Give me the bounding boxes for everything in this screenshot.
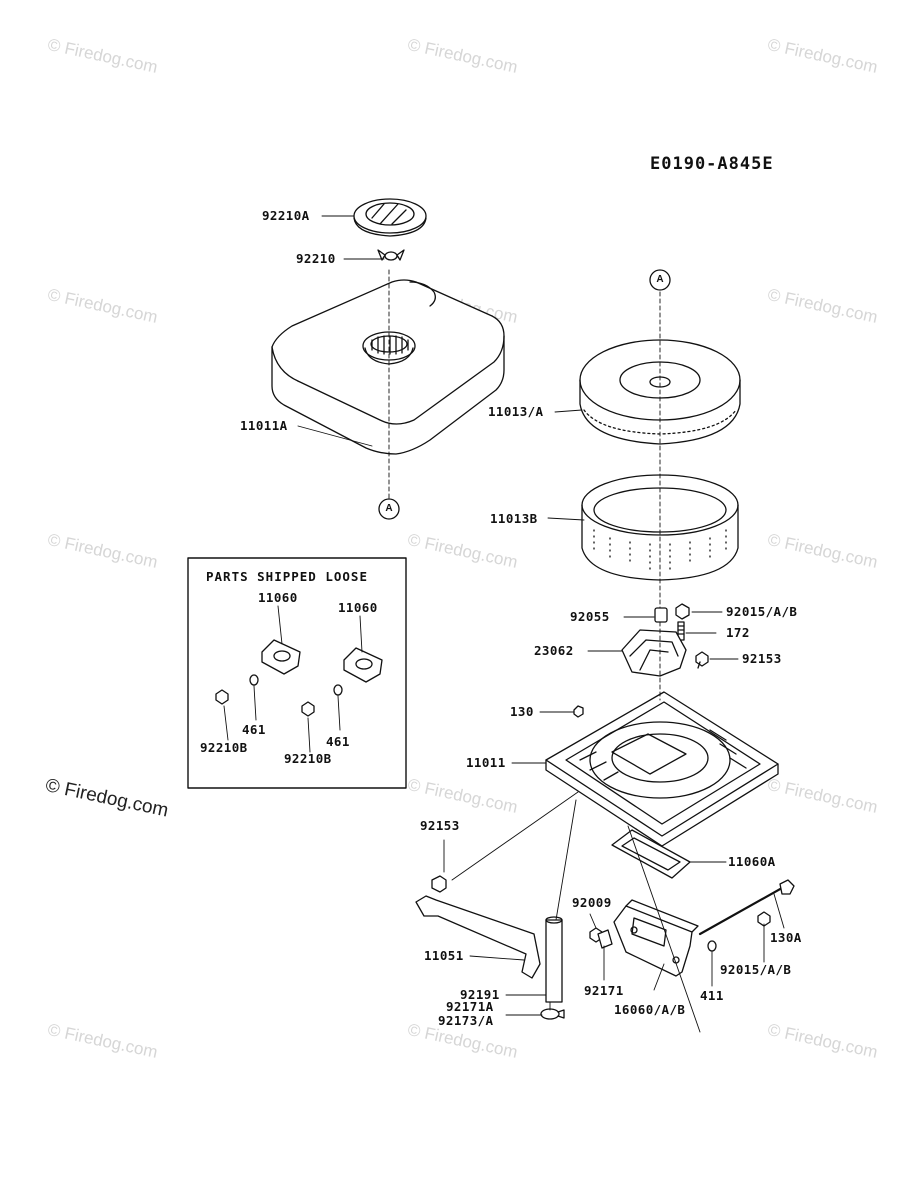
part-label-23062[interactable]: 23062 [534,643,574,658]
clip-92171 [597,929,613,949]
bolt-130 [573,705,584,718]
diagram-code: E0190-A845E [650,154,774,174]
part-label-92153-top[interactable]: 92153 [742,651,782,666]
ref-mark-bottom: A [385,503,393,514]
ref-mark-top: A [656,274,664,285]
part-label-92055[interactable]: 92055 [570,609,610,624]
cap-92210A [353,198,427,237]
stay-11051 [415,875,541,979]
part-label-16060AB[interactable]: 16060/A/B [614,1002,686,1017]
part-label-92191[interactable]: 92191 [460,987,500,1002]
spacer-92055 [654,607,668,623]
ref-circle-top [649,269,671,291]
gasket-11060A [611,829,691,879]
part-label-92210A[interactable]: 92210A [262,208,310,223]
part-label-92210B-left[interactable]: 92210B [200,740,248,755]
part-label-92173A[interactable]: 92173/A [438,1013,494,1028]
loose-parts-box [187,557,407,789]
part-label-92210B-right[interactable]: 92210B [284,751,332,766]
tube-92191 [545,916,563,1003]
part-label-11013A[interactable]: 11013/A [488,404,544,419]
bolt-130A [698,879,795,952]
part-label-11051[interactable]: 11051 [424,948,464,963]
part-label-411[interactable]: 411 [700,988,724,1003]
part-label-92009[interactable]: 92009 [572,895,612,910]
part-label-11011[interactable]: 11011 [466,755,506,770]
part-label-92153-left[interactable]: 92153 [420,818,460,833]
housing-16060 [613,899,699,977]
part-label-11060-right[interactable]: 11060 [338,600,378,615]
part-label-11011A[interactable]: 11011A [240,418,288,433]
bracket-23062 [621,629,687,677]
bolt-92153-top [695,651,709,669]
loose-parts-title: PARTS SHIPPED LOOSE [206,569,368,584]
part-label-11060A[interactable]: 11060A [728,854,776,869]
part-label-130A[interactable]: 130A [770,930,802,945]
wing-nut-92210 [377,249,405,261]
part-label-92210[interactable]: 92210 [296,251,336,266]
leader-lines [297,215,785,1033]
part-label-172[interactable]: 172 [726,625,750,640]
cover-11011A [271,279,505,455]
part-label-461-right[interactable]: 461 [326,734,350,749]
part-label-11060-left[interactable]: 11060 [258,590,298,605]
clamp-92171A [540,1008,565,1020]
nut-92015-top [675,603,690,620]
part-label-92171A[interactable]: 92171A [446,999,494,1014]
part-label-130[interactable]: 130 [510,704,534,719]
part-label-461-left[interactable]: 461 [242,722,266,737]
part-label-92015AB-top[interactable]: 92015/A/B [726,604,798,619]
part-label-92171[interactable]: 92171 [584,983,624,998]
ref-circle-bottom [378,498,400,520]
base-11011 [545,691,779,847]
part-label-92015AB-bottom[interactable]: 92015/A/B [720,962,792,977]
part-label-11013B[interactable]: 11013B [490,511,538,526]
